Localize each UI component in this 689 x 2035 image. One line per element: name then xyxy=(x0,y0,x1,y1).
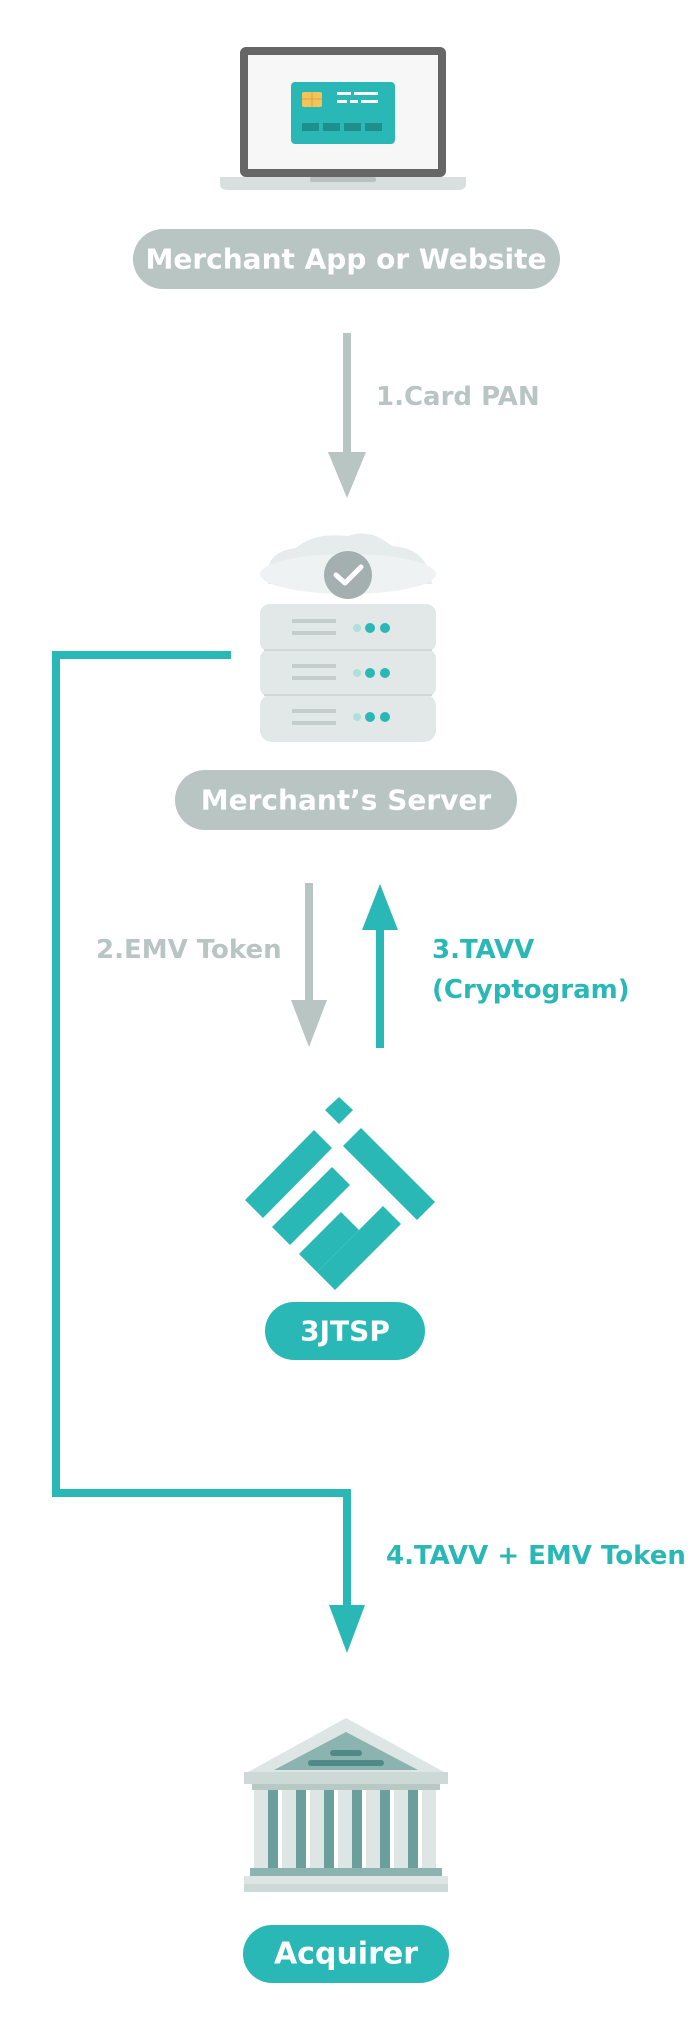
step3-label-line1: 3.TAVV xyxy=(432,935,534,965)
step1-arrow xyxy=(328,333,366,498)
merchant-app-label: Merchant App or Website xyxy=(145,243,546,276)
merchant-app-node: Merchant App or Website xyxy=(133,229,560,289)
step3-label-line2: (Cryptogram) xyxy=(432,975,630,1005)
step1-label: 1.Card PAN xyxy=(376,382,540,412)
step2-arrow xyxy=(291,883,327,1047)
merchant-server-node: Merchant’s Server xyxy=(175,770,517,830)
acquirer-label: Acquirer xyxy=(274,1937,418,1972)
step3-arrow xyxy=(362,884,398,1048)
tsp-node: 3JTSP xyxy=(265,1302,425,1360)
merchant-server-label: Merchant’s Server xyxy=(201,784,492,817)
laptop-icon xyxy=(220,47,466,190)
step2-label: 2.EMV Token xyxy=(96,935,282,965)
step4-arrow xyxy=(52,651,365,1653)
bank-icon xyxy=(244,1718,448,1892)
tsp-label: 3JTSP xyxy=(300,1315,390,1348)
step4-label: 4.TAVV + EMV Token xyxy=(386,1541,686,1571)
tsp-logo-icon xyxy=(245,1097,435,1290)
acquirer-node: Acquirer xyxy=(243,1925,449,1983)
server-icon xyxy=(260,533,436,742)
